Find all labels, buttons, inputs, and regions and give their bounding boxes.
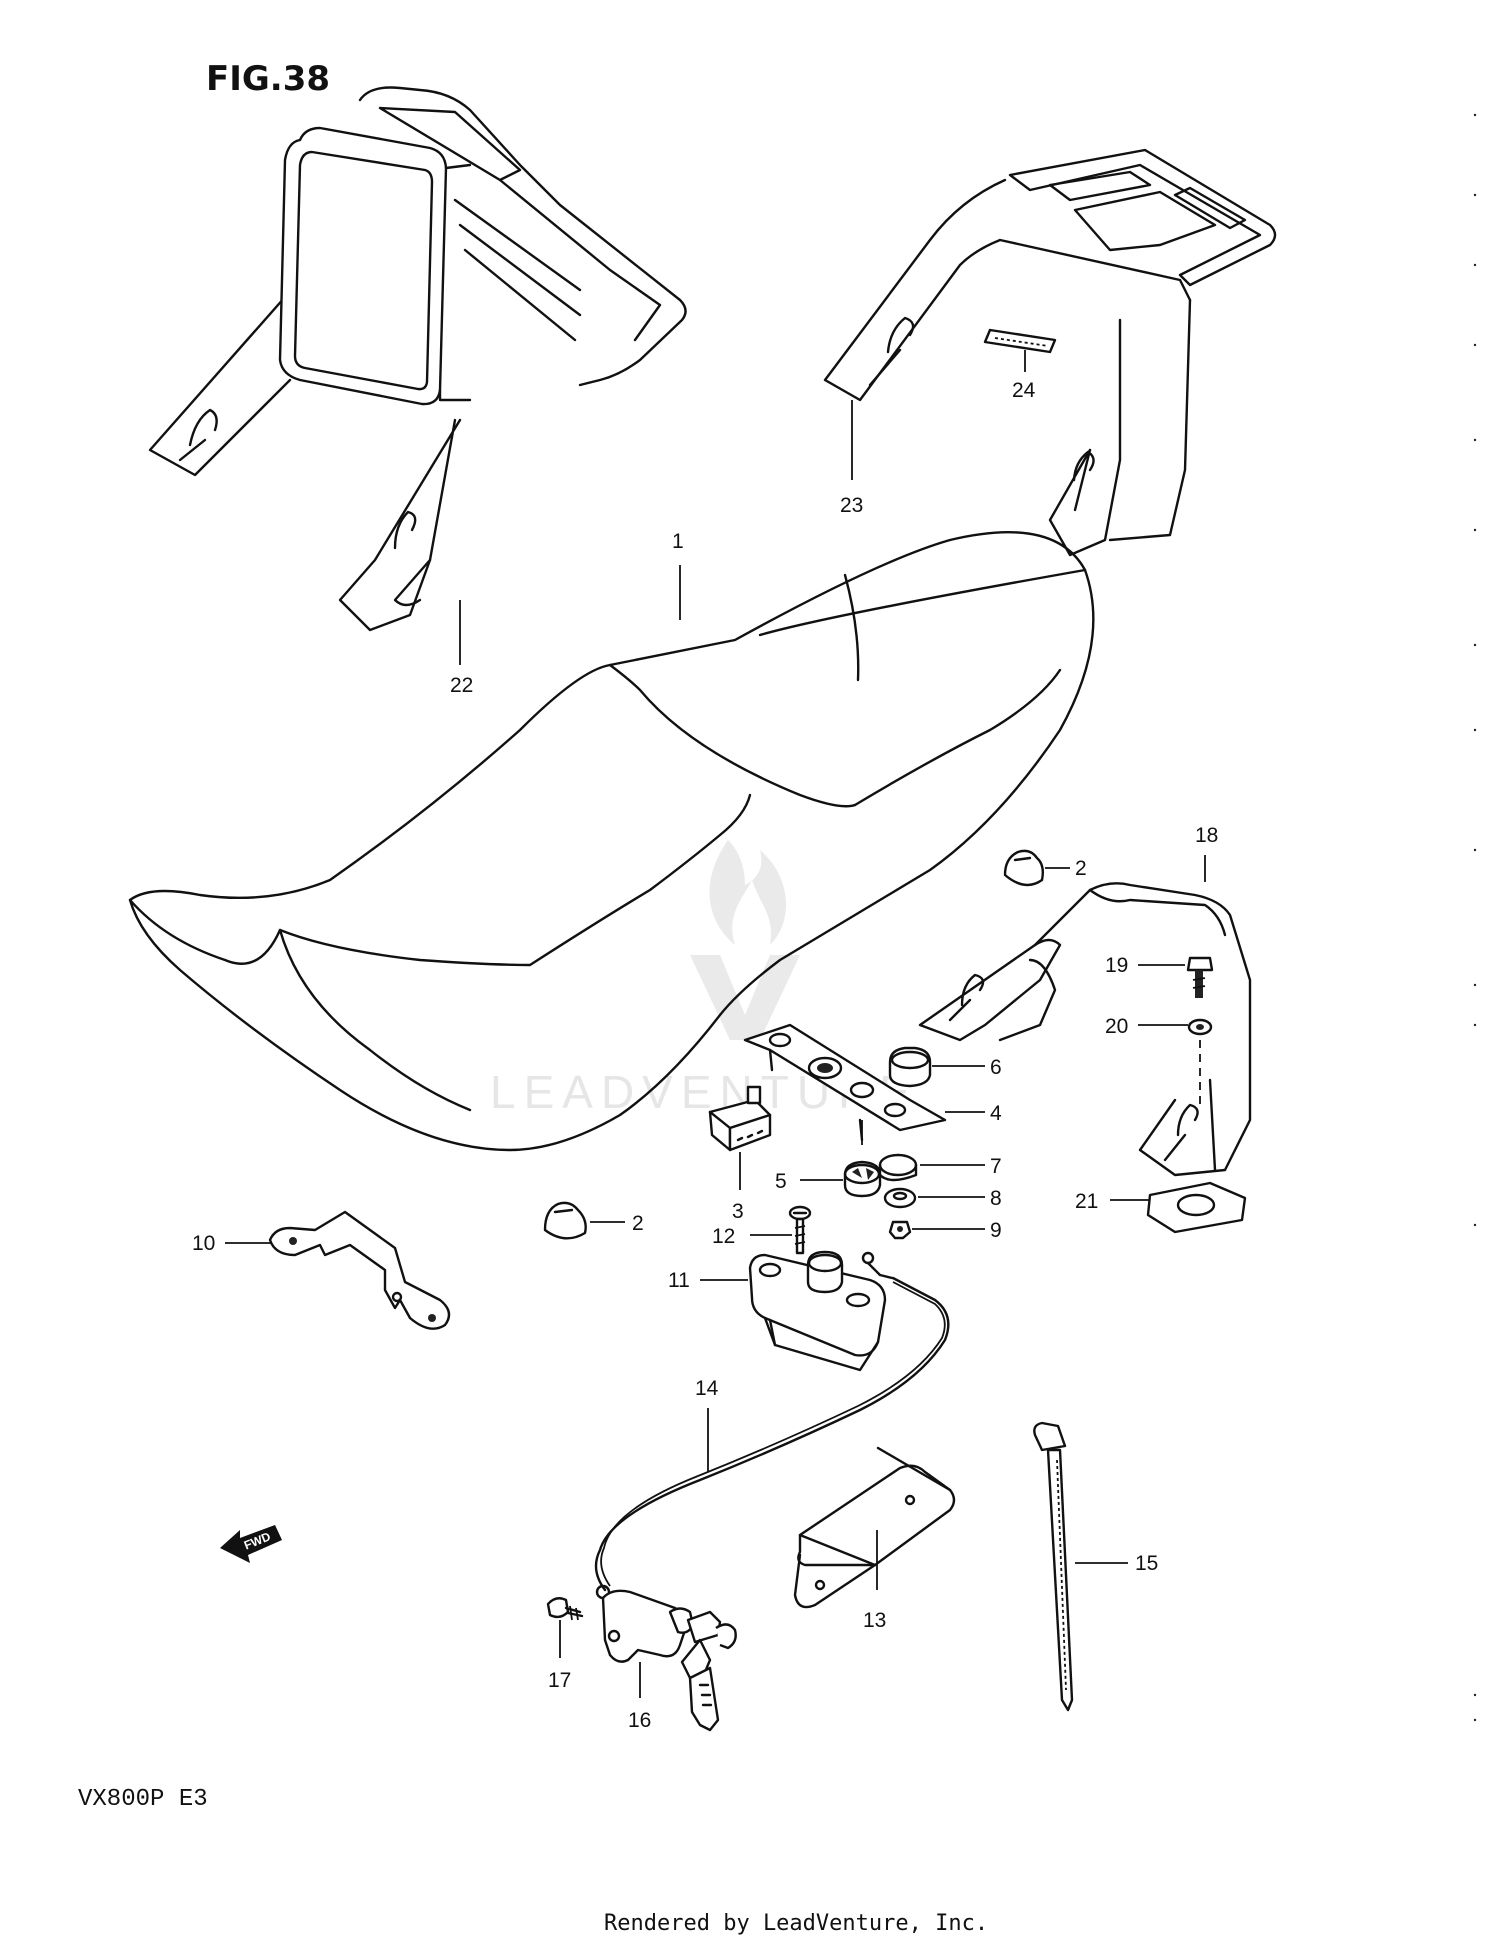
callout-5: 5	[775, 1170, 787, 1193]
bracket-4	[743, 1023, 947, 1142]
callout-15: 15	[1135, 1552, 1158, 1575]
callout-7: 7	[990, 1155, 1002, 1178]
plate-21	[1146, 1181, 1247, 1234]
cable-14	[594, 1276, 950, 1600]
damper-5	[843, 1160, 882, 1198]
washer-20	[1187, 1018, 1213, 1110]
callout-20: 20	[1105, 1015, 1128, 1038]
callout-12: 12	[712, 1225, 735, 1248]
callout-16: 16	[628, 1709, 651, 1732]
footer-credit: Rendered by LeadVenture, Inc.	[604, 1911, 988, 1936]
cable-guard-13	[793, 1446, 956, 1609]
callout-4: 4	[990, 1102, 1002, 1125]
cushion-2-lower	[543, 1201, 587, 1240]
cushion-2-upper	[1003, 849, 1045, 887]
grab-rail-18	[918, 882, 1252, 1177]
callout-22: 22	[450, 674, 473, 697]
key-lock-16	[601, 1589, 737, 1732]
callout-10: 10	[192, 1232, 215, 1255]
callout-11: 11	[668, 1269, 690, 1292]
callout-14: 14	[695, 1377, 719, 1400]
callout-8: 8	[990, 1187, 1002, 1210]
nut-9	[888, 1220, 912, 1240]
cushion-7	[878, 1153, 918, 1182]
callout-6: 6	[990, 1056, 1002, 1079]
screw-12	[788, 1205, 812, 1255]
backrest-carrier-22	[148, 86, 687, 632]
callout-2-lower: 2	[632, 1212, 644, 1235]
bolt-19	[1186, 956, 1214, 998]
callout-19: 19	[1105, 954, 1128, 977]
callout-24: 24	[1012, 379, 1036, 402]
rear-rack-23	[823, 148, 1277, 557]
seat-1	[128, 530, 1095, 1152]
callout-21: 21	[1075, 1190, 1098, 1213]
seat-lock-11	[748, 1250, 894, 1372]
callout-13: 13	[863, 1609, 886, 1632]
callout-23: 23	[840, 494, 863, 517]
cable-tie-15	[1033, 1421, 1074, 1712]
margin-specks	[1473, 113, 1477, 1722]
washer-8	[883, 1187, 917, 1209]
callout-17: 17	[548, 1669, 571, 1692]
switch-3	[708, 1085, 772, 1152]
callout-2-upper: 2	[1075, 857, 1087, 880]
model-code: VX800P E3	[78, 1786, 208, 1813]
rubber-6	[888, 1046, 932, 1088]
callout-1: 1	[672, 530, 684, 553]
bracket-10	[268, 1210, 451, 1330]
figure-label: FIG.38	[206, 59, 330, 99]
callout-18: 18	[1195, 824, 1218, 847]
callout-9: 9	[990, 1219, 1002, 1242]
forward-arrow-icon: FWD	[220, 1525, 282, 1563]
callout-3: 3	[732, 1200, 744, 1223]
screw-17	[546, 1597, 584, 1621]
watermark-logo	[690, 840, 800, 1040]
